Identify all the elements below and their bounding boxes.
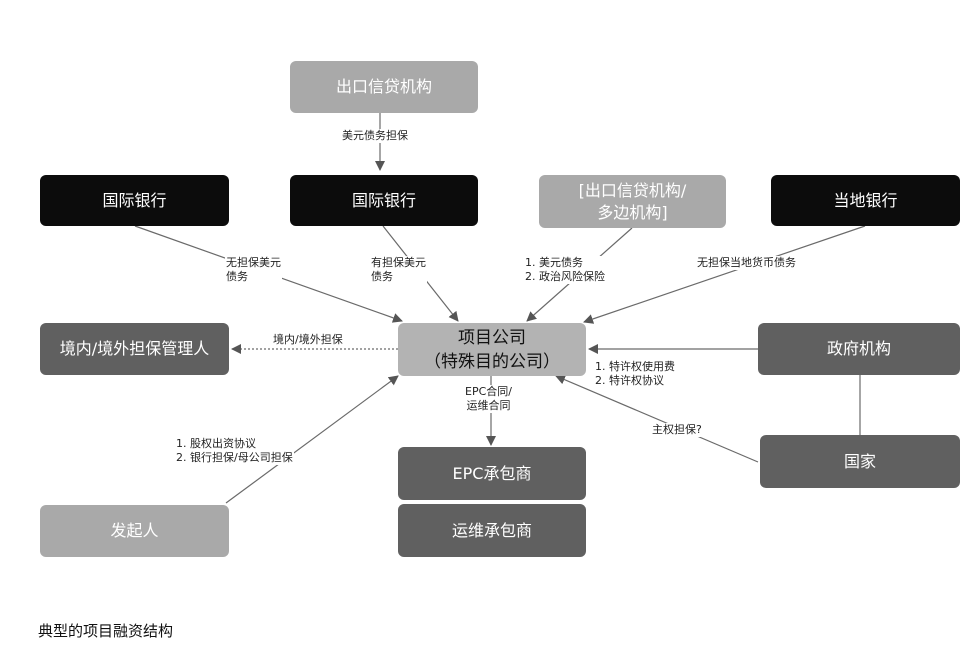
node-intl-bank-left: 国际银行 (40, 175, 229, 226)
label-secured-usd-debt: 有担保美元 债务 (370, 256, 427, 284)
node-intl-bank-mid: 国际银行 (290, 175, 478, 226)
node-local-bank: 当地银行 (771, 175, 960, 226)
label-equity-guarantee: 1. 股权出资协议 2. 银行担保/母公司担保 (175, 437, 294, 465)
node-state: 国家 (760, 435, 960, 488)
label-usd-debt-guarantee: 美元债务担保 (341, 129, 409, 143)
label-epc-om-contract: EPC合同/ 运维合同 (464, 385, 513, 413)
label-unsecured-usd-debt: 无担保美元 债务 (225, 256, 282, 284)
node-sponsor: 发起人 (40, 505, 229, 557)
node-government-agency: 政府机构 (758, 323, 960, 375)
diagram-caption: 典型的项目融资结构 (38, 622, 174, 640)
arrow-state-to-project (555, 374, 759, 463)
node-om-contractor: 运维承包商 (398, 504, 586, 557)
arrow-local-bank-to-project (583, 225, 866, 324)
node-guarantee-manager: 境内/境外担保管理人 (40, 323, 229, 375)
label-usd-debt-political-risk: 1. 美元债务 2. 政治风险保险 (524, 256, 606, 284)
node-epc-contractor: EPC承包商 (398, 447, 586, 500)
label-unsecured-local-debt: 无担保当地货币债务 (696, 256, 797, 270)
node-export-credit-agency: 出口信贷机构 (290, 61, 478, 113)
label-domestic-offshore-guarantee: 境内/境外担保 (272, 333, 344, 347)
node-project-company: 项目公司 （特殊目的公司） (398, 323, 586, 376)
node-eca-multilateral: [出口信贷机构/ 多边机构] (539, 175, 726, 228)
arrow-sponsor-to-project (225, 375, 399, 504)
label-concession: 1. 特许权使用费 2. 特许权协议 (594, 360, 676, 388)
label-sovereign-guarantee: 主权担保? (651, 423, 703, 437)
